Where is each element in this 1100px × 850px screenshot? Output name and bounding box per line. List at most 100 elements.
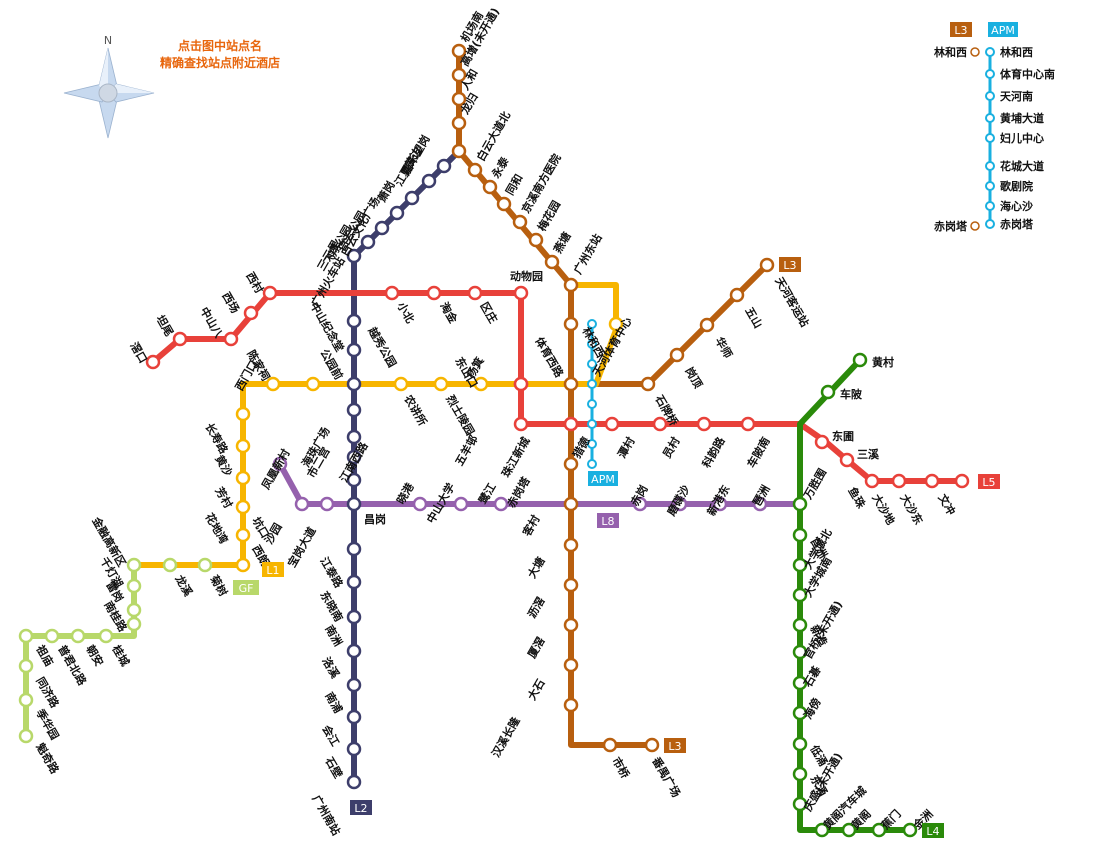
station-dongpu[interactable] [814, 434, 830, 450]
station-yongtai[interactable] [482, 179, 498, 195]
apm-station[interactable] [587, 339, 597, 349]
station-hanxi[interactable] [563, 697, 579, 713]
station-label-wushan[interactable]: 五山 [742, 305, 765, 331]
station-xiaogang8[interactable] [412, 496, 428, 512]
station-dashadong[interactable] [924, 473, 940, 489]
station-apm_tianhenan[interactable] [985, 91, 995, 101]
station-jiangnanxilu[interactable] [346, 472, 362, 488]
station-chenjiaci[interactable] [305, 376, 321, 392]
station-yuzhu[interactable] [864, 473, 880, 489]
station-huadiwan[interactable] [235, 499, 251, 515]
station-apm_tiyuzhongxinnan[interactable] [985, 69, 995, 79]
station-quzhuang[interactable] [467, 285, 483, 301]
apm-station[interactable] [587, 439, 597, 449]
station-label-nanpu[interactable]: 南浦 [322, 690, 345, 716]
station-jiangtailu[interactable] [346, 541, 362, 557]
station-label-apm_fuer[interactable]: 妇儿中心 [999, 131, 1044, 145]
station-nanzhou[interactable] [346, 609, 362, 625]
station-huijiang[interactable] [346, 709, 362, 725]
station-apm_gejuyuan[interactable] [985, 181, 995, 191]
station-kengkou[interactable] [235, 527, 251, 543]
station-label-kecun[interactable]: 客村 [519, 513, 543, 540]
station-label-dongwuyuan[interactable]: 动物园 [510, 269, 543, 283]
station-label-shiqiao[interactable]: 市桥 [609, 755, 633, 782]
station-label-chaoan[interactable]: 朝安 [83, 643, 106, 669]
station-jinrong[interactable] [126, 557, 142, 573]
station-label-apm_huacheng[interactable]: 花城大道 [1000, 159, 1044, 173]
station-label-zhongshanba[interactable]: 中山八 [197, 305, 226, 341]
station-label-modiesha[interactable]: 磨碟沙 [663, 483, 692, 519]
station-label-zhongshanjinian[interactable]: 中山纪念堂 [307, 300, 347, 355]
station-shibei[interactable] [792, 675, 808, 691]
station-label-xiaobei[interactable]: 小北 [394, 299, 418, 326]
station-lieshi[interactable] [433, 376, 449, 392]
station-label-longxi[interactable]: 龙溪 [172, 572, 196, 600]
station-apm_haixinsha[interactable] [985, 201, 995, 211]
station-xichang[interactable] [243, 305, 259, 321]
station-label-baiyundadaobei[interactable]: 白云大道北 [473, 109, 513, 164]
station-label-huangcun[interactable]: 黄村 [872, 355, 894, 369]
station-label-sanxi[interactable]: 三溪 [857, 447, 880, 461]
station-leg_chigangta[interactable] [970, 221, 980, 231]
station-label-fenghuangxincun[interactable]: 凤凰新村 [258, 447, 292, 492]
station-nongjiangsuo[interactable] [393, 376, 409, 392]
station-baiyungongyuan[interactable] [374, 220, 390, 236]
station-label-yuexiu[interactable]: 越秀公园 [365, 324, 400, 370]
station-daxuechengnan[interactable] [792, 587, 808, 603]
station-huangcun[interactable] [852, 352, 868, 368]
station-changshoulu[interactable] [235, 406, 251, 422]
station-label-fangcun[interactable]: 芳村 [212, 485, 235, 511]
station-label-taojin[interactable]: 淘金 [437, 300, 461, 327]
station-huangge[interactable] [841, 822, 857, 838]
station-shibi[interactable] [346, 741, 362, 757]
station-zumiao[interactable] [18, 628, 34, 644]
station-chebeinan[interactable] [740, 416, 756, 432]
station-label-gongyuanqian[interactable]: 公园前 [317, 347, 346, 383]
station-label-lijiao[interactable]: 沥滘 [524, 595, 547, 621]
station-apm_linhexi[interactable] [985, 47, 995, 57]
station-meihuayuan[interactable] [528, 232, 544, 248]
station-renhe[interactable] [451, 91, 467, 107]
apm-station[interactable] [587, 399, 597, 409]
station-jiaokou[interactable] [145, 354, 161, 370]
station-label-wuyangcun[interactable]: 五羊邨 [452, 433, 481, 469]
station-label-dashadi[interactable]: 大沙地 [869, 492, 898, 528]
station-label-zhujiangxincheng[interactable]: 珠江新城 [498, 435, 532, 480]
station-huangbian[interactable] [436, 158, 452, 174]
station-xiajiao[interactable] [563, 617, 579, 633]
station-label-tongjilu[interactable]: 同济路 [33, 675, 62, 711]
station-tiyuxilu-int[interactable] [563, 376, 579, 392]
station-label-yantang[interactable]: 燕塘 [550, 229, 573, 255]
station-dongxiaonan[interactable] [346, 574, 362, 590]
station-kehanlu[interactable] [696, 416, 712, 432]
station-label-leg_chigangta[interactable]: 赤岗塔 [934, 219, 968, 233]
station-dashi[interactable] [563, 657, 579, 673]
station-shipaiqiao[interactable] [640, 376, 656, 392]
station-label-dongpu[interactable]: 东圃 [832, 429, 854, 443]
station-chigangta[interactable] [563, 456, 579, 472]
station-leigang[interactable] [126, 602, 142, 618]
station-label-nanzhou[interactable]: 南洲 [322, 623, 345, 649]
station-label-chebeinan[interactable]: 车陂南 [744, 435, 773, 471]
station-label-apm_haixinsha[interactable]: 海心沙 [1000, 199, 1033, 213]
station-puijunbeilu[interactable] [44, 628, 60, 644]
apm-station[interactable] [587, 459, 597, 469]
station-apm_huacheng[interactable] [985, 161, 995, 171]
station-tonghe[interactable] [496, 196, 512, 212]
station-label-huashi[interactable]: 华师 [712, 335, 735, 361]
station-label-panyuguangchang[interactable]: 番禺广场 [649, 754, 684, 800]
station-lujiang[interactable] [493, 496, 509, 512]
station-huangsha[interactable] [235, 438, 251, 454]
station-leg_linhexi[interactable] [970, 47, 980, 57]
apm-station[interactable] [587, 359, 597, 369]
station-label-dongxiaonan[interactable]: 东晓南 [317, 589, 346, 625]
station-zhongshandaxue[interactable] [453, 496, 469, 512]
station-datang[interactable] [563, 537, 579, 553]
station-jichangnan[interactable] [451, 43, 467, 59]
station-yuexiu[interactable] [346, 342, 362, 358]
station-label-jiangtailu[interactable]: 江泰路 [317, 555, 346, 591]
station-label-gangding[interactable]: 岗顶 [682, 365, 705, 391]
station-chepo[interactable] [820, 384, 836, 400]
station-baiyundadaobei[interactable] [467, 162, 483, 178]
station-xiaogang[interactable] [404, 190, 420, 206]
